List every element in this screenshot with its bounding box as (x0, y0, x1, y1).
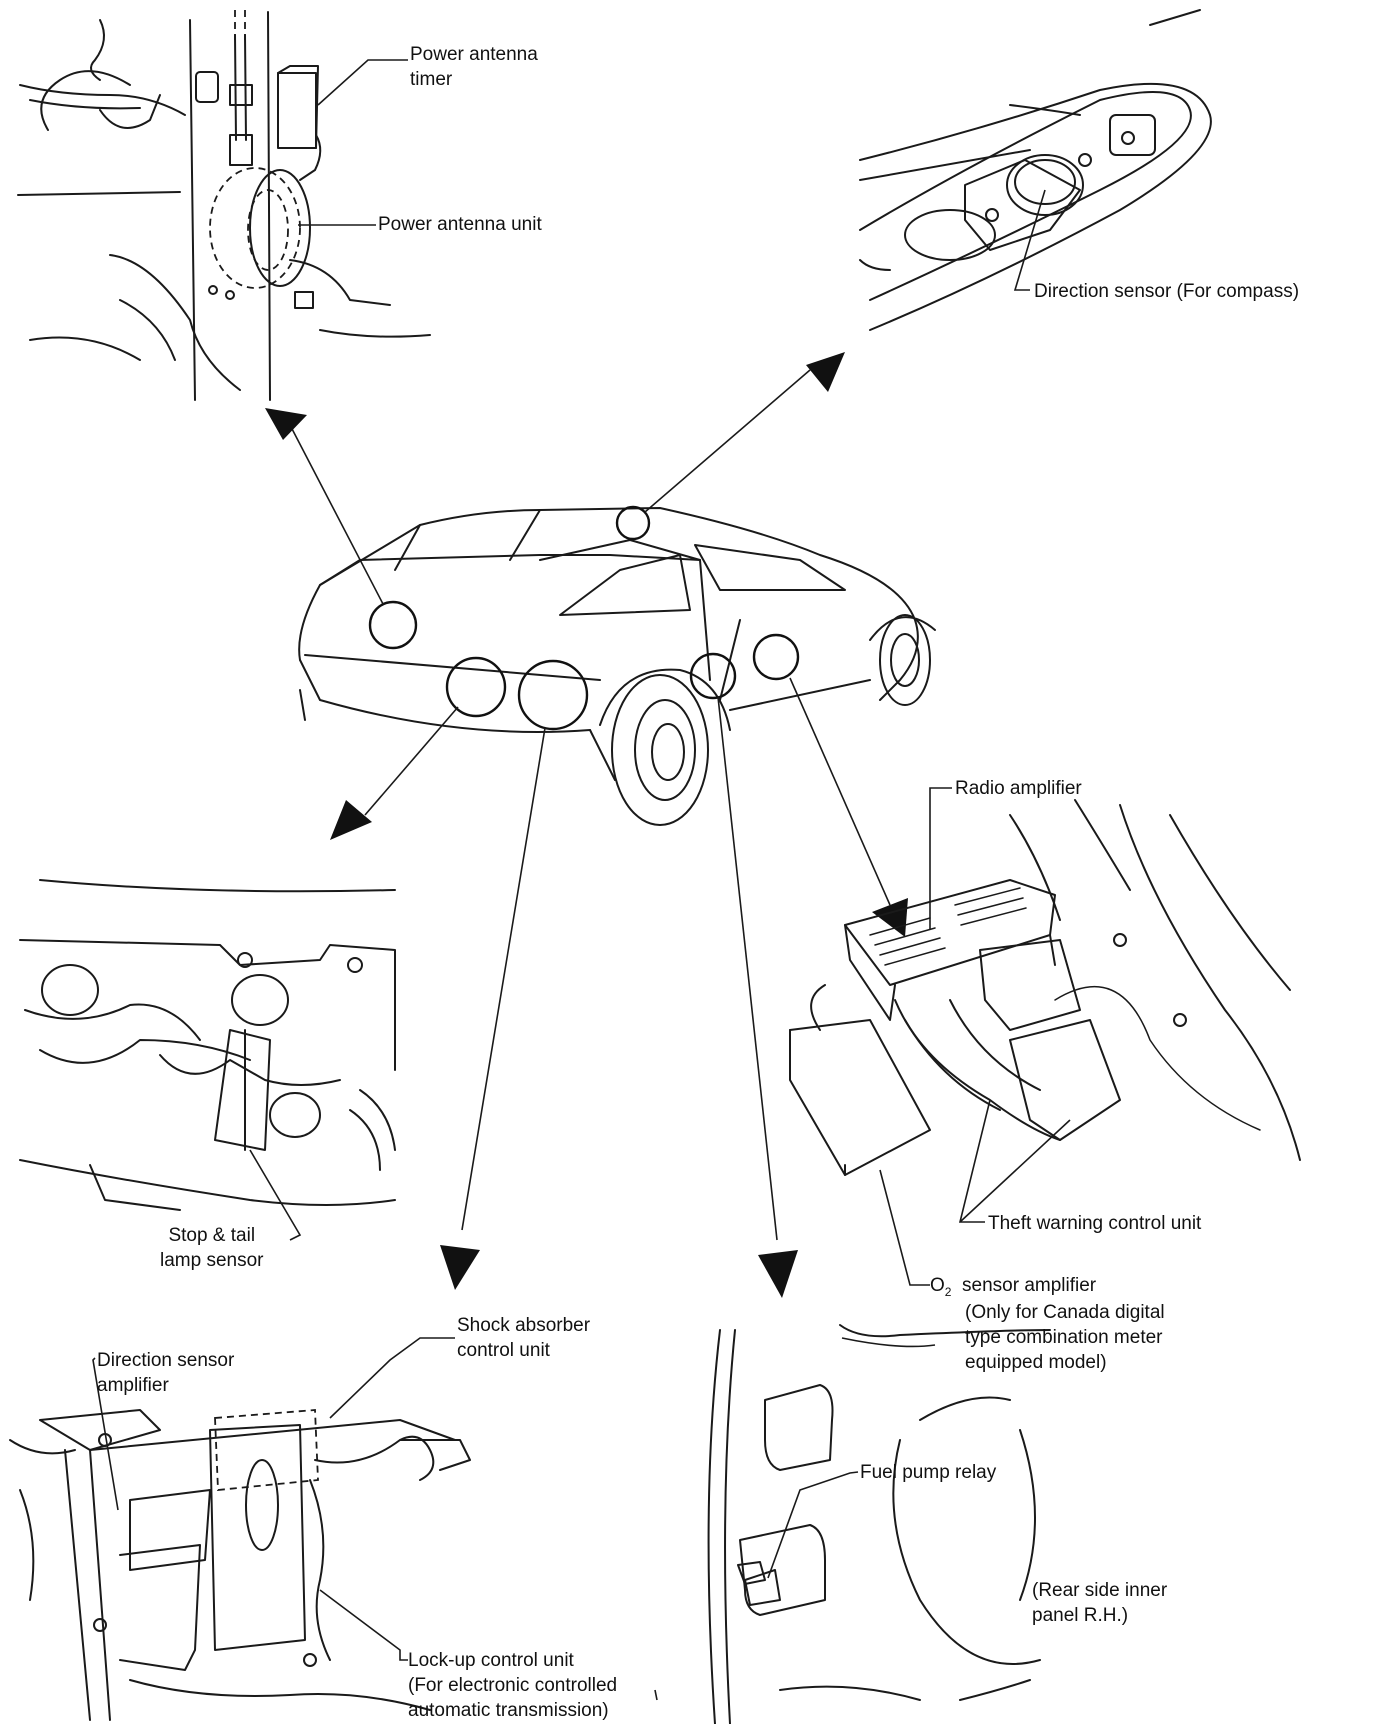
label-rear-side-inner-panel: (Rear side inner panel R.H.) (1032, 1580, 1168, 1626)
marker-wheel-arch (689, 652, 737, 700)
arrow-to-fuel-pump (758, 1250, 798, 1298)
arrow-to-direction-sensor (806, 352, 845, 392)
label-direction-sensor-amplifier: Direction sensor amplifier (97, 1350, 235, 1396)
marker-roof (615, 505, 651, 541)
label-power-antenna-unit: Power antenna unit (378, 214, 542, 235)
label-fuel-pump-relay: Fuel pump relay (860, 1462, 997, 1483)
label-shock-absorber-control-unit: Shock absorber control unit (457, 1315, 591, 1361)
direction-sensor-illustration (859, 9, 1212, 331)
label-o2-sensor-amplifier: O2 sensor amplifier (930, 1275, 1097, 1299)
fuel-pump-illustration (707, 1324, 1051, 1724)
label-lockup-control-unit: Lock-up control unit (For electronic con… (408, 1650, 618, 1721)
power-antenna-illustration (17, 10, 431, 401)
label-o2-note: (Only for Canada digital type combinatio… (965, 1302, 1165, 1373)
marker-rear-side (752, 633, 800, 681)
arrow-to-shock-absorber (440, 1245, 480, 1290)
marker-trunk-top (368, 600, 418, 650)
amplifier-illustration (789, 799, 1301, 1176)
label-theft-warning-control-unit: Theft warning control unit (988, 1213, 1202, 1234)
car-illustration (298, 507, 936, 826)
leader-lines (92, 59, 1071, 1701)
label-direction-sensor: Direction sensor (For compass) (1034, 281, 1300, 302)
marker-tail-lamp (445, 656, 507, 718)
pointer-arrows (265, 352, 908, 1298)
arrow-to-stop-lamp (330, 800, 372, 840)
label-radio-amplifier: Radio amplifier (955, 778, 1082, 799)
arrow-to-power-antenna (265, 408, 307, 440)
location-markers (368, 505, 800, 731)
label-power-antenna-timer: Power antenna timer (410, 44, 538, 90)
marker-trunk-floor (517, 659, 589, 731)
tail-lamp-illustration (19, 879, 396, 1211)
label-stop-tail-lamp-sensor: Stop & tail lamp sensor (160, 1225, 264, 1271)
control-unit-illustration (9, 1409, 471, 1721)
